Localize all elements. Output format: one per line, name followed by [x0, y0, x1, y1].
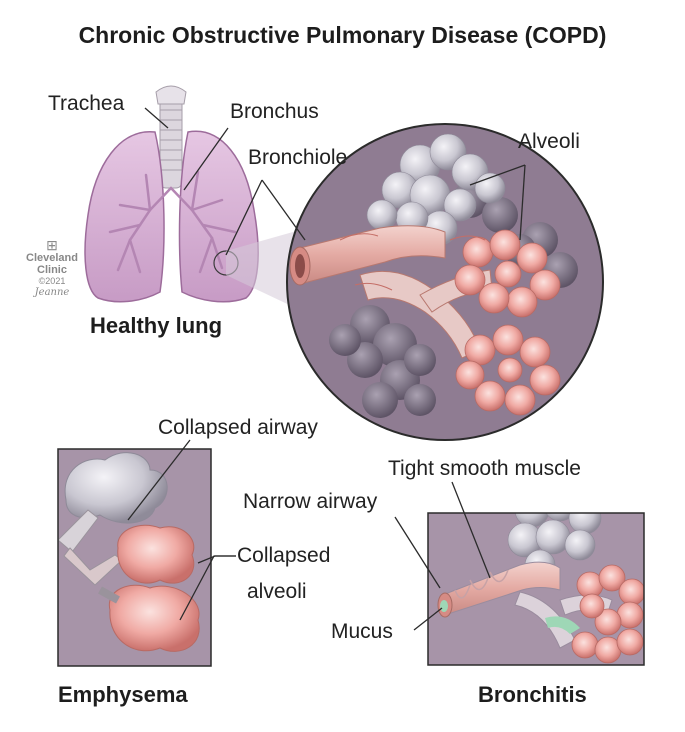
- alveoli-zoom-circle: [286, 123, 604, 441]
- caption-healthy-lung: Healthy lung: [90, 313, 223, 338]
- label-bronchiole: Bronchiole: [248, 146, 348, 169]
- label-mucus: Mucus: [331, 620, 393, 643]
- caption-bronchitis: Bronchitis: [478, 682, 587, 707]
- zoom-cone: [226, 230, 300, 310]
- bronchitis-panel: [427, 512, 645, 666]
- page-title: Chronic Obstructive Pulmonary Disease (C…: [78, 22, 607, 48]
- logo-line1: Cleveland: [26, 252, 78, 264]
- artist-signature: Jeanne: [34, 287, 70, 298]
- label-collapsed-airway: Collapsed airway: [158, 416, 318, 439]
- label-collapsed-alveoli-line1: Collapsed: [237, 544, 331, 567]
- label-trachea: Trachea: [48, 92, 125, 115]
- cross-logo-icon: ⊞: [46, 237, 58, 253]
- leader-lines: [127, 107, 526, 631]
- caption-emphysema: Emphysema: [58, 682, 188, 707]
- label-collapsed-alveoli-line2: alveoli: [247, 580, 307, 603]
- healthy-lung: [84, 85, 259, 303]
- label-tight-smooth-muscle: Tight smooth muscle: [388, 457, 581, 480]
- emphysema-panel: [57, 448, 212, 667]
- logo-line2: Clinic: [37, 264, 67, 276]
- cleveland-clinic-logo: ⊞ Cleveland Clinic ©2021 Jeanne: [22, 238, 82, 299]
- logo-copyright: ©2021: [38, 276, 66, 286]
- label-bronchus: Bronchus: [230, 100, 319, 123]
- label-narrow-airway: Narrow airway: [243, 490, 378, 513]
- label-alveoli: Alveoli: [518, 130, 580, 153]
